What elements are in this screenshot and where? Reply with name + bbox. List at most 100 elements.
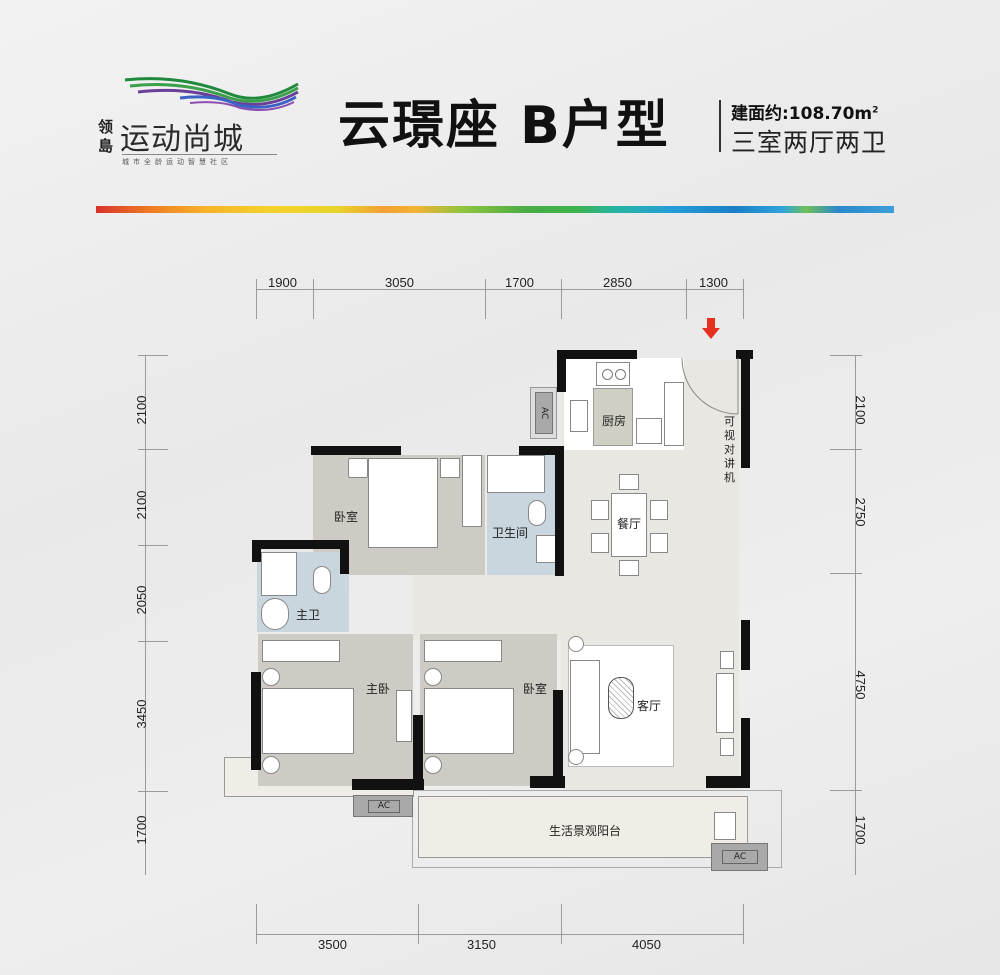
basin-icon bbox=[261, 598, 289, 630]
dim-top-2: 3050 bbox=[385, 275, 414, 290]
balcony-railing bbox=[412, 790, 782, 868]
lamp-icon bbox=[568, 636, 584, 652]
room-label-master-bath: 主卫 bbox=[296, 608, 321, 622]
fridge-icon bbox=[636, 418, 662, 444]
sofa-icon bbox=[570, 660, 600, 754]
dim-top-3: 1700 bbox=[505, 275, 534, 290]
dim-top-5: 1300 bbox=[699, 275, 728, 290]
chair-icon bbox=[619, 474, 639, 490]
wall bbox=[251, 672, 261, 770]
pantry-cabinet bbox=[664, 382, 684, 446]
rainbow-divider bbox=[96, 206, 894, 213]
dim-bottom-1: 3500 bbox=[318, 937, 347, 952]
ac-label: AC bbox=[368, 800, 400, 813]
room-label-dining: 餐厅 bbox=[617, 515, 642, 532]
chair-icon bbox=[650, 533, 668, 553]
ac-label: AC bbox=[539, 406, 549, 420]
wall bbox=[311, 446, 401, 455]
dim-right-1: 2100 bbox=[853, 395, 868, 425]
wall bbox=[352, 779, 424, 790]
ac-label: AC bbox=[722, 850, 758, 864]
bed-icon bbox=[424, 688, 514, 754]
wall bbox=[741, 350, 750, 468]
ac-unit-kitchen: AC bbox=[535, 392, 553, 434]
room-label-kitchen: 厨房 bbox=[602, 414, 627, 428]
toilet-icon bbox=[313, 566, 331, 594]
nightstand-icon bbox=[348, 458, 368, 478]
floor-area-unit: 2 bbox=[872, 105, 879, 116]
room-label-living: 客厅 bbox=[637, 699, 662, 713]
nightstand-icon bbox=[424, 668, 442, 686]
bed-icon bbox=[368, 458, 438, 548]
wardrobe-icon bbox=[262, 640, 340, 662]
speaker-icon bbox=[720, 738, 734, 756]
room-label-bedroom-3: 卧室 bbox=[523, 682, 548, 696]
speaker-icon bbox=[720, 651, 734, 669]
ac-unit-west: AC bbox=[353, 795, 413, 817]
nightstand-icon bbox=[424, 756, 442, 774]
nightstand-icon bbox=[440, 458, 460, 478]
dim-left-5: 1700 bbox=[134, 815, 149, 845]
nightstand-icon bbox=[262, 668, 280, 686]
wall bbox=[553, 690, 563, 788]
tv-cabinet-icon bbox=[396, 690, 412, 742]
room-label-balcony: 生活景观阳台 bbox=[549, 824, 622, 838]
entry-arrow-icon bbox=[702, 318, 720, 339]
dim-top-1: 1900 bbox=[268, 275, 297, 290]
dim-left-1: 2100 bbox=[134, 395, 149, 425]
wardrobe-icon bbox=[462, 455, 482, 527]
dim-left-4: 3450 bbox=[134, 699, 149, 729]
dim-left-2: 2100 bbox=[134, 490, 149, 520]
coffee-table-icon bbox=[608, 677, 634, 719]
dim-right-3: 4750 bbox=[853, 670, 868, 700]
floor-area-value: 建面约:108.70m bbox=[731, 104, 873, 124]
shower-icon bbox=[261, 552, 297, 596]
wall bbox=[706, 776, 750, 788]
kitchen-counter bbox=[593, 388, 633, 446]
chair-icon bbox=[591, 500, 609, 520]
washing-machine-icon bbox=[714, 812, 736, 840]
wall bbox=[252, 540, 261, 562]
brand-side-text: 领島 bbox=[98, 118, 114, 155]
ac-unit-east: AC bbox=[711, 843, 768, 871]
brand-tagline: 城市全龄运动智慧社区 bbox=[122, 158, 232, 166]
room-label-bathroom: 卫生间 bbox=[492, 526, 529, 540]
dim-right-4: 1700 bbox=[853, 815, 868, 845]
wall bbox=[557, 350, 637, 359]
room-label-master-bedroom: 主卧 bbox=[366, 682, 391, 696]
shower-icon bbox=[487, 455, 545, 493]
wall bbox=[557, 350, 566, 392]
hallway-floor bbox=[413, 575, 563, 640]
tv-cabinet-icon bbox=[716, 673, 734, 733]
intercom-label: 可视对讲机 bbox=[724, 415, 735, 484]
dim-left-3: 2050 bbox=[134, 585, 149, 615]
wall bbox=[340, 540, 349, 574]
chair-icon bbox=[591, 533, 609, 553]
floor-area: 建面约:108.70m2 bbox=[731, 99, 878, 124]
bed-icon bbox=[262, 688, 354, 754]
wall bbox=[741, 718, 750, 786]
balcony-floor bbox=[418, 796, 748, 858]
basin-icon bbox=[536, 535, 556, 563]
page-title: 云璟座 B户型 bbox=[338, 96, 670, 156]
dim-top-4: 2850 bbox=[603, 275, 632, 290]
toilet-icon bbox=[528, 500, 546, 526]
brand-name: 运动尚城 bbox=[120, 122, 244, 157]
chair-icon bbox=[650, 500, 668, 520]
room-label-bedroom-2: 卧室 bbox=[334, 510, 359, 524]
entry-door-icon[interactable] bbox=[680, 356, 742, 416]
nightstand-icon bbox=[262, 756, 280, 774]
brand-divider bbox=[122, 154, 277, 155]
dim-bottom-2: 3150 bbox=[467, 937, 496, 952]
wall bbox=[555, 446, 564, 576]
stove-icon bbox=[596, 362, 630, 386]
brand-wave-logo-icon bbox=[124, 77, 299, 111]
room-configuration: 三室两厅两卫 bbox=[731, 128, 888, 157]
sink-icon bbox=[570, 400, 588, 432]
dim-bottom-3: 4050 bbox=[632, 937, 661, 952]
lamp-icon bbox=[568, 749, 584, 765]
wall bbox=[741, 620, 750, 670]
wall bbox=[413, 715, 423, 790]
wall bbox=[252, 540, 348, 549]
dim-right-2: 2750 bbox=[853, 497, 868, 527]
